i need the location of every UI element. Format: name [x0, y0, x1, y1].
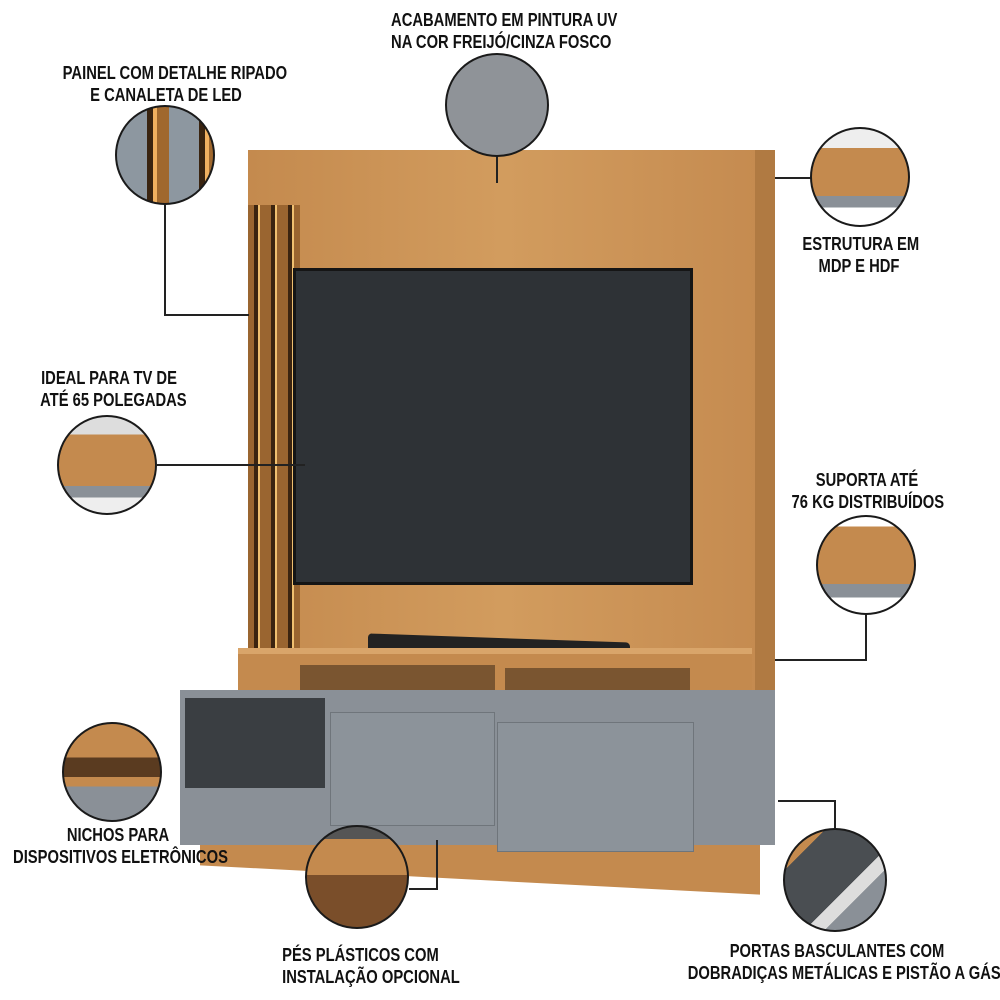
feet-detail-image — [305, 825, 409, 929]
panel-label-line-1: PAINEL COM DETALHE RIPADO — [62, 63, 288, 83]
connector-support-v — [865, 615, 867, 661]
doors-label: PORTAS BASCULANTES COM DOBRADIÇAS METÁLI… — [687, 940, 1000, 984]
feet-label-line-1: PÉS PLÁSTICOS COM — [282, 945, 439, 965]
feet-label: PÉS PLÁSTICOS COM INSTALAÇÃO OPCIONAL — [282, 944, 460, 988]
support-detail-image — [816, 515, 916, 615]
connector-tv — [157, 464, 305, 466]
tv-label-line-2: ATÉ 65 POLEGADAS — [40, 390, 187, 410]
connector-structure — [775, 177, 811, 179]
tv-label-line-1: IDEAL PARA TV DE — [41, 368, 177, 388]
niches-label-line-1: NICHOS PARA — [66, 825, 170, 845]
doors-label-line-1: PORTAS BASCULANTES COM — [729, 941, 945, 961]
connector-feet-v — [436, 840, 438, 890]
door-left — [330, 712, 495, 826]
panel-side-edge — [755, 150, 775, 730]
connector-doors-h — [778, 800, 836, 802]
door-right — [497, 722, 694, 852]
tv-screen — [293, 268, 693, 585]
connector-doors-v — [834, 800, 836, 828]
panel-label-line-2: E CANALETA DE LED — [90, 85, 242, 105]
connector-feet-h — [409, 888, 438, 890]
panel-label: PAINEL COM DETALHE RIPADO E CANALETA DE … — [62, 62, 288, 106]
finish-swatch — [445, 53, 549, 157]
niches-detail-image — [62, 722, 162, 822]
led-slats — [248, 205, 300, 655]
finish-label-line-1: ACABAMENTO EM PINTURA UV — [391, 10, 618, 30]
structure-label-line-2: MDP E HDF — [818, 256, 900, 276]
support-label-line-2: 76 KG DISTRIBUÍDOS — [791, 492, 945, 512]
connector-panel-h — [164, 314, 249, 316]
niches-label-line-2: DISPOSITIVOS ELETRÔNICOS — [13, 847, 228, 867]
tv-label: IDEAL PARA TV DE ATÉ 65 POLEGADAS — [40, 367, 187, 411]
niches-label: NICHOS PARA DISPOSITIVOS ELETRÔNICOS — [13, 824, 228, 868]
finish-label: ACABAMENTO EM PINTURA UV NA COR FREIJÓ/C… — [391, 9, 618, 53]
tv-detail-image — [57, 415, 157, 515]
feet-label-line-2: INSTALAÇÃO OPCIONAL — [282, 967, 460, 987]
connector-panel-v — [164, 205, 166, 315]
doors-detail-image — [783, 828, 887, 932]
structure-label-line-1: ESTRUTURA EM — [802, 234, 920, 254]
structure-label: ESTRUTURA EM MDP E HDF — [802, 233, 920, 277]
open-niche — [185, 698, 325, 788]
connector-support-h — [775, 659, 867, 661]
finish-label-line-2: NA COR FREIJÓ/CINZA FOSCO — [391, 32, 612, 52]
doors-label-line-2: DOBRADIÇAS METÁLICAS E PISTÃO A GÁS — [687, 963, 1000, 983]
panel-detail-image — [115, 105, 215, 205]
support-label: SUPORTA ATÉ 76 KG DISTRIBUÍDOS — [791, 469, 945, 513]
connector-finish — [496, 155, 498, 183]
support-label-line-1: SUPORTA ATÉ — [815, 470, 919, 490]
structure-detail-image — [810, 127, 910, 227]
